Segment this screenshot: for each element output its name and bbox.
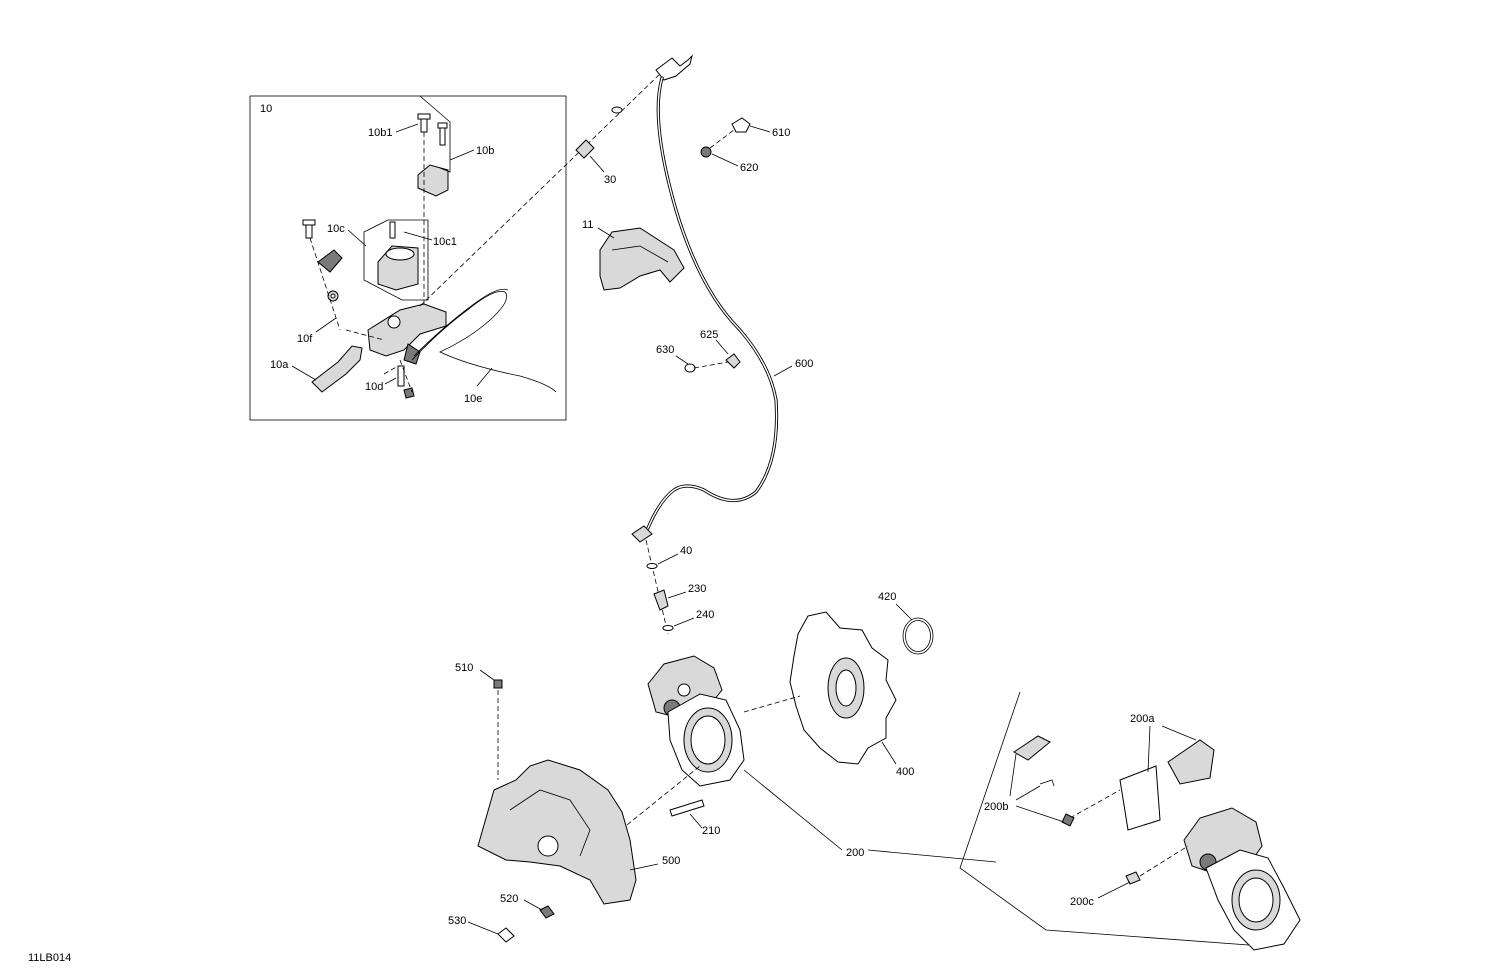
callout-10b: 10b <box>476 145 494 157</box>
callout-400: 400 <box>896 766 914 778</box>
callout-200b: 200b <box>984 801 1008 813</box>
washer-top <box>611 106 623 114</box>
callout-200a: 200a <box>1130 713 1155 725</box>
callout-600: 600 <box>795 358 813 370</box>
nut-620 <box>700 146 712 158</box>
callout-10e: 10e <box>464 393 482 405</box>
pivot-bolt <box>305 223 313 239</box>
callout-200c: 200c <box>1070 896 1094 908</box>
guard-11 <box>599 227 685 291</box>
callout-200: 200 <box>846 847 864 859</box>
pad-plate-200a <box>1119 765 1161 831</box>
callout-630: 630 <box>656 344 674 356</box>
kit-bracket-outline <box>959 691 1263 947</box>
washer-630 <box>684 363 696 373</box>
callout-10c1: 10c1 <box>433 236 457 248</box>
spring-200b <box>1013 735 1051 761</box>
guard-500 <box>477 759 637 905</box>
callout-30: 30 <box>604 174 616 186</box>
nut-10d <box>403 387 415 399</box>
pin-200b <box>1061 813 1075 827</box>
callout-10a: 10a <box>270 359 289 371</box>
pin-210 <box>669 799 705 817</box>
callout-230: 230 <box>688 583 706 595</box>
nut-520 <box>539 905 555 919</box>
washer-40 <box>646 563 658 569</box>
callout-40: 40 <box>680 545 692 557</box>
callout-10f: 10f <box>297 333 313 345</box>
inset-label: 10 <box>260 103 272 115</box>
pad-200a <box>1167 739 1215 785</box>
master-cylinder-inset: 10 <box>249 95 567 421</box>
clip-610 <box>731 117 751 133</box>
caliper-kit-200: 200a 200b 200c <box>959 691 1301 951</box>
drawing-reference: 11LB014 <box>28 952 71 964</box>
hose-top-fitting <box>655 54 693 81</box>
hose-bottom-fitting <box>631 525 653 543</box>
clamp-10b <box>417 164 449 197</box>
callout-610: 610 <box>772 127 790 139</box>
master-cylinder-body <box>367 303 447 357</box>
clip-625 <box>725 353 741 369</box>
callout-520: 520 <box>500 893 518 905</box>
callout-620: 620 <box>740 162 758 174</box>
banjo-bolt-230 <box>653 589 669 611</box>
callout-500: 500 <box>662 855 680 867</box>
hose-600 <box>640 76 779 536</box>
callout-11: 11 <box>582 219 593 231</box>
callout-210: 210 <box>702 825 720 837</box>
bolt-530 <box>497 927 515 943</box>
callout-530: 530 <box>448 915 466 927</box>
pin-10d <box>397 365 405 387</box>
callout-510: 510 <box>455 662 473 674</box>
callout-10b1: 10b1 <box>368 127 392 139</box>
bolt-510 <box>493 679 503 689</box>
caliper-and-disc: 420 400 210 200 <box>595 591 997 863</box>
reservoir-outline <box>363 219 429 301</box>
inset-frame <box>249 95 567 421</box>
callout-625: 625 <box>700 329 718 341</box>
washer-240 <box>662 625 674 631</box>
bleeder-200c <box>1125 871 1141 885</box>
disc-guard-500: 510 500 520 530 <box>448 662 680 943</box>
banjo-fitting <box>403 343 421 365</box>
o-ring-420 <box>902 617 934 655</box>
brake-lever-10a <box>311 345 363 393</box>
cable-10e <box>411 290 557 393</box>
fitting-30 <box>575 139 595 159</box>
callout-240: 240 <box>696 609 714 621</box>
screw-10b1 <box>417 113 448 146</box>
screw-10c1 <box>389 221 396 239</box>
pivot-bushing <box>317 249 343 273</box>
callout-420: 420 <box>878 591 896 603</box>
callout-10d: 10d <box>365 381 383 393</box>
brake-hose-assembly: 610 620 11 630 625 600 30 40 230 240 <box>419 54 813 635</box>
callout-10c: 10c <box>327 223 345 235</box>
